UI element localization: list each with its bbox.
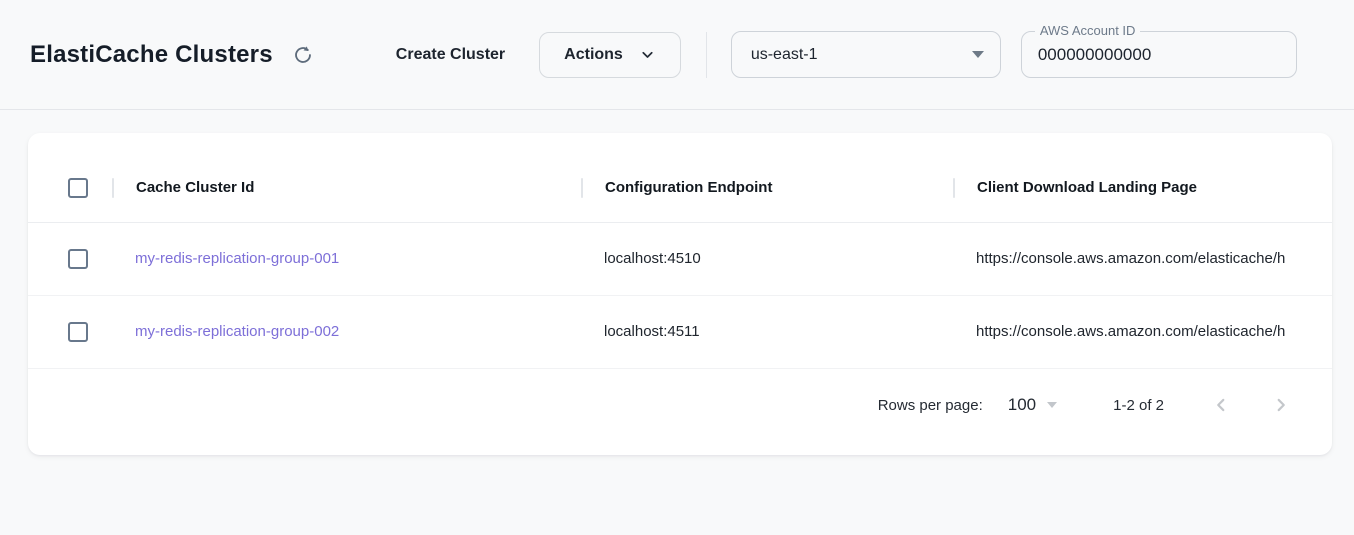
table-row: my-redis-replication-group-002 localhost… — [28, 296, 1332, 369]
page-title: ElastiCache Clusters — [30, 40, 273, 68]
column-header-client-download-landing-page[interactable]: Client Download Landing Page — [977, 178, 1198, 196]
select-all-checkbox[interactable] — [68, 177, 88, 198]
chevron-left-icon — [1210, 394, 1232, 416]
header-vertical-divider — [705, 31, 707, 78]
top-bar: ElastiCache Clusters Create Cluster Acti… — [0, 0, 1354, 110]
refresh-button[interactable] — [288, 40, 318, 70]
column-separator — [953, 177, 955, 198]
account-id-input[interactable] — [1021, 32, 1296, 77]
actions-button-label: Actions — [564, 45, 623, 63]
rows-per-page-label: Rows per page: — [877, 396, 983, 414]
triangle-down-icon — [1047, 402, 1058, 408]
landing-page-cell: https://console.aws.amazon.com/elasticac… — [976, 323, 1286, 340]
region-select-value: us-east-1 — [750, 45, 818, 63]
row-checkbox-cell — [28, 249, 113, 269]
previous-page-button[interactable] — [1206, 390, 1236, 420]
configuration-endpoint-cell: localhost:4511 — [604, 323, 700, 340]
actions-button[interactable]: Actions — [539, 31, 681, 78]
column-header-cache-cluster-id[interactable]: Cache Cluster Id — [136, 178, 255, 196]
column-separator — [581, 177, 583, 198]
next-page-button[interactable] — [1266, 390, 1296, 420]
account-id-field: AWS Account ID — [1020, 23, 1297, 78]
row-checkbox[interactable] — [68, 322, 88, 342]
select-all-cell — [28, 177, 112, 198]
column-header-configuration-endpoint[interactable]: Configuration Endpoint — [605, 178, 773, 196]
chevron-down-icon — [639, 46, 656, 63]
row-checkbox[interactable] — [68, 249, 88, 269]
page-range-label: 1-2 of 2 — [1113, 396, 1164, 414]
cache-cluster-id-cell: my-redis-replication-group-001 — [113, 250, 582, 268]
column-separator — [112, 177, 114, 198]
create-cluster-button[interactable]: Create Cluster — [395, 45, 506, 63]
landing-page-cell: https://console.aws.amazon.com/elasticac… — [976, 250, 1286, 267]
rows-per-page-select[interactable]: 100 — [1007, 395, 1058, 415]
region-select[interactable]: us-east-1 — [730, 31, 1001, 78]
triangle-down-icon — [971, 51, 984, 58]
configuration-endpoint-cell: localhost:4510 — [604, 250, 701, 267]
chevron-right-icon — [1270, 394, 1292, 416]
table-header-row: Cache Cluster Id Configuration Endpoint … — [28, 153, 1332, 223]
row-checkbox-cell — [28, 322, 113, 342]
rows-per-page-value: 100 — [1007, 395, 1037, 414]
account-id-label: AWS Account ID — [1034, 23, 1141, 38]
cluster-id-link[interactable]: my-redis-replication-group-002 — [135, 323, 340, 340]
pagination: Rows per page: 100 1-2 of 2 — [28, 369, 1332, 441]
table-row: my-redis-replication-group-001 localhost… — [28, 223, 1332, 296]
cluster-id-link[interactable]: my-redis-replication-group-001 — [135, 250, 340, 267]
refresh-icon — [292, 44, 314, 66]
cache-cluster-id-cell: my-redis-replication-group-002 — [113, 323, 582, 341]
clusters-card: Cache Cluster Id Configuration Endpoint … — [28, 133, 1332, 455]
